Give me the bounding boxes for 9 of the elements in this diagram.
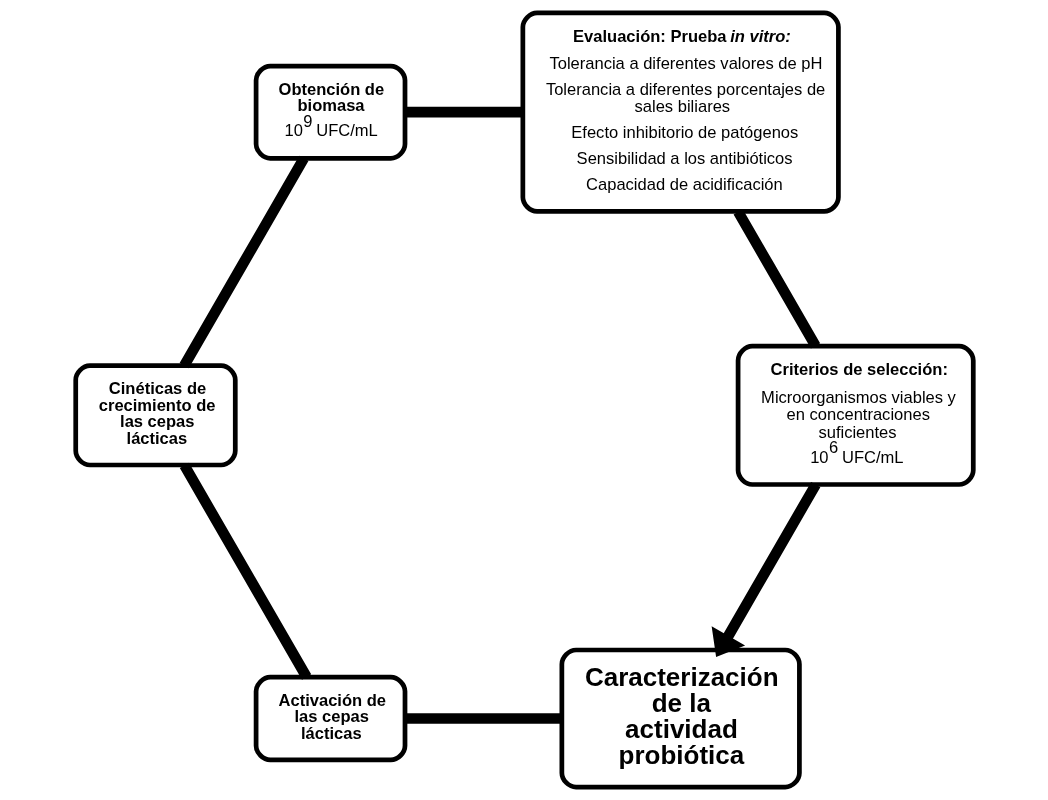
connector bbox=[179, 155, 308, 369]
node-box: Evaluación: Prueba in vitro: Tolerancia a diferentes valores de pH Tolerancia a diferentes porcentajes de sales biliares Efecto inhibitorio de patógenos Sensibilidad a los antibióticos Capacidad de acidificación bbox=[520, 10, 841, 214]
node-box: Cinéticas de crecimiento de las cepas lácticas bbox=[72, 363, 238, 468]
connector bbox=[179, 462, 311, 680]
node-box: Caracterización de la actividad probiótica bbox=[559, 647, 802, 790]
connector bbox=[404, 106, 523, 118]
arrow bbox=[711, 481, 820, 658]
connector bbox=[404, 713, 562, 724]
node-box: Activación de las cepas lácticas bbox=[253, 674, 407, 763]
